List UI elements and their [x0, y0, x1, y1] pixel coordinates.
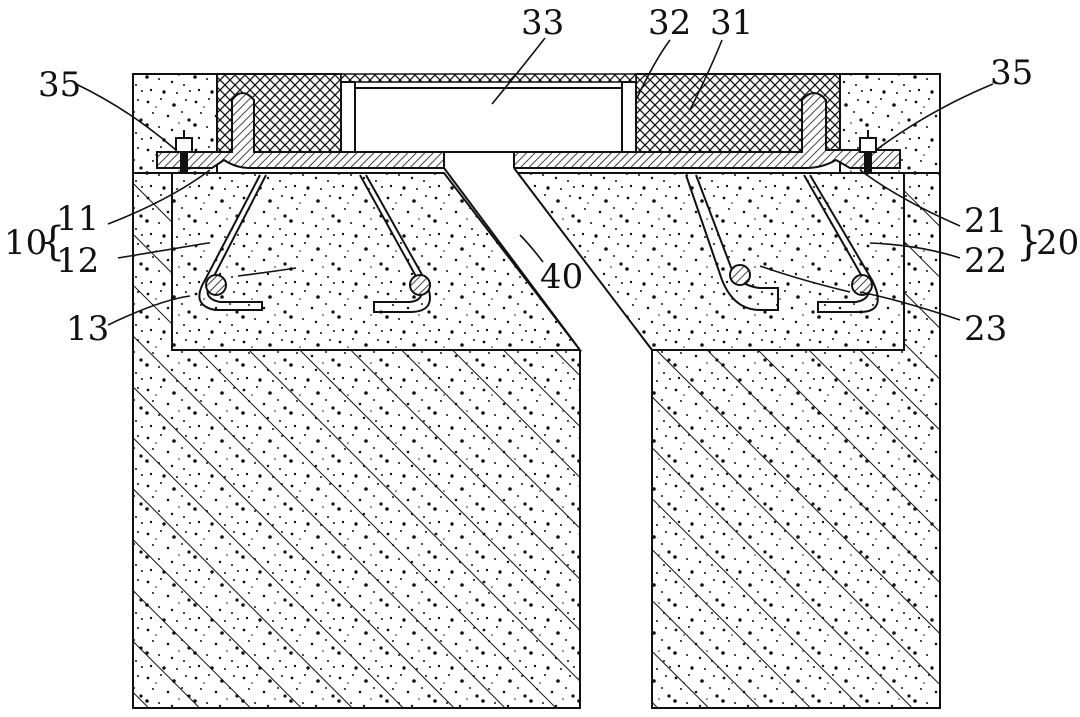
label-10: 10 — [4, 223, 47, 263]
expansion-gap-40 — [443, 167, 653, 351]
label-31: 31 — [710, 3, 753, 43]
label-35-left: 35 — [38, 65, 81, 105]
label-23: 23 — [964, 309, 1007, 349]
seal-strip-32 — [340, 81, 637, 159]
leader-lines — [75, 37, 994, 326]
label-40: 40 — [540, 257, 583, 297]
cover-body-33 — [354, 87, 623, 153]
label-22: 22 — [964, 241, 1007, 281]
label-20: 20 — [1036, 223, 1079, 263]
anchor-bolt-left — [175, 130, 193, 172]
bracket-left: { — [40, 219, 65, 265]
label-35-right: 35 — [990, 53, 1033, 93]
label-32: 32 — [648, 3, 691, 43]
label-11: 11 — [56, 199, 99, 239]
label-21: 21 — [964, 201, 1007, 241]
anchor-rebar-left — [198, 174, 431, 313]
embedded-steel-plate-right — [513, 92, 901, 169]
label-33: 33 — [521, 3, 564, 43]
label-12: 12 — [56, 241, 99, 281]
label-13: 13 — [66, 309, 109, 349]
bracket-right: } — [1016, 219, 1041, 265]
anchor-rebar-right — [685, 174, 879, 313]
anchor-bolt-right — [859, 130, 877, 172]
